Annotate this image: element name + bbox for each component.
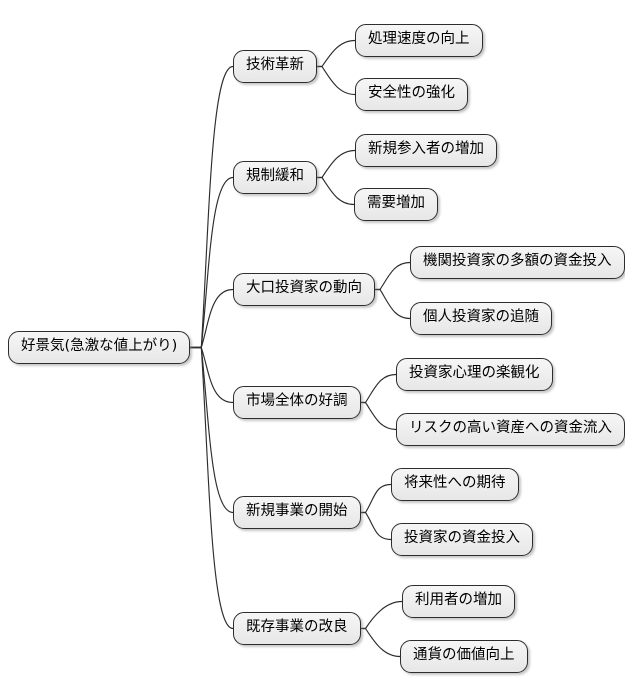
leaf-node-6-2: 通貨の価値向上 xyxy=(400,640,528,673)
leaf-node-4-2: リスクの高い資産への資金流入 xyxy=(396,413,625,446)
root-node: 好景気(急激な値上がり) xyxy=(8,331,191,364)
leaf-node-2-1: 新規参入者の増加 xyxy=(355,134,497,167)
branch-node-3: 大口投資家の動向 xyxy=(233,273,375,306)
leaf-node-3-2: 個人投資家の追随 xyxy=(410,302,552,335)
branch-node-1: 技術革新 xyxy=(233,50,317,83)
leaf-node-2-2: 需要増加 xyxy=(354,188,438,221)
branch-node-6: 既存事業の改良 xyxy=(233,612,361,645)
leaf-node-5-2: 投資家の資金投入 xyxy=(391,523,533,556)
leaf-node-5-1: 将来性への期待 xyxy=(391,468,519,501)
leaf-node-3-1: 機関投資家の多額の資金投入 xyxy=(410,246,625,279)
branch-node-4: 市場全体の好調 xyxy=(233,386,361,419)
leaf-node-1-1: 処理速度の向上 xyxy=(355,24,483,57)
leaf-node-4-1: 投資家心理の楽観化 xyxy=(396,358,553,391)
branch-node-2: 規制緩和 xyxy=(233,161,317,194)
branch-node-5: 新規事業の開始 xyxy=(233,496,361,529)
leaf-node-1-2: 安全性の強化 xyxy=(355,78,468,111)
leaf-node-6-1: 利用者の増加 xyxy=(402,585,515,618)
